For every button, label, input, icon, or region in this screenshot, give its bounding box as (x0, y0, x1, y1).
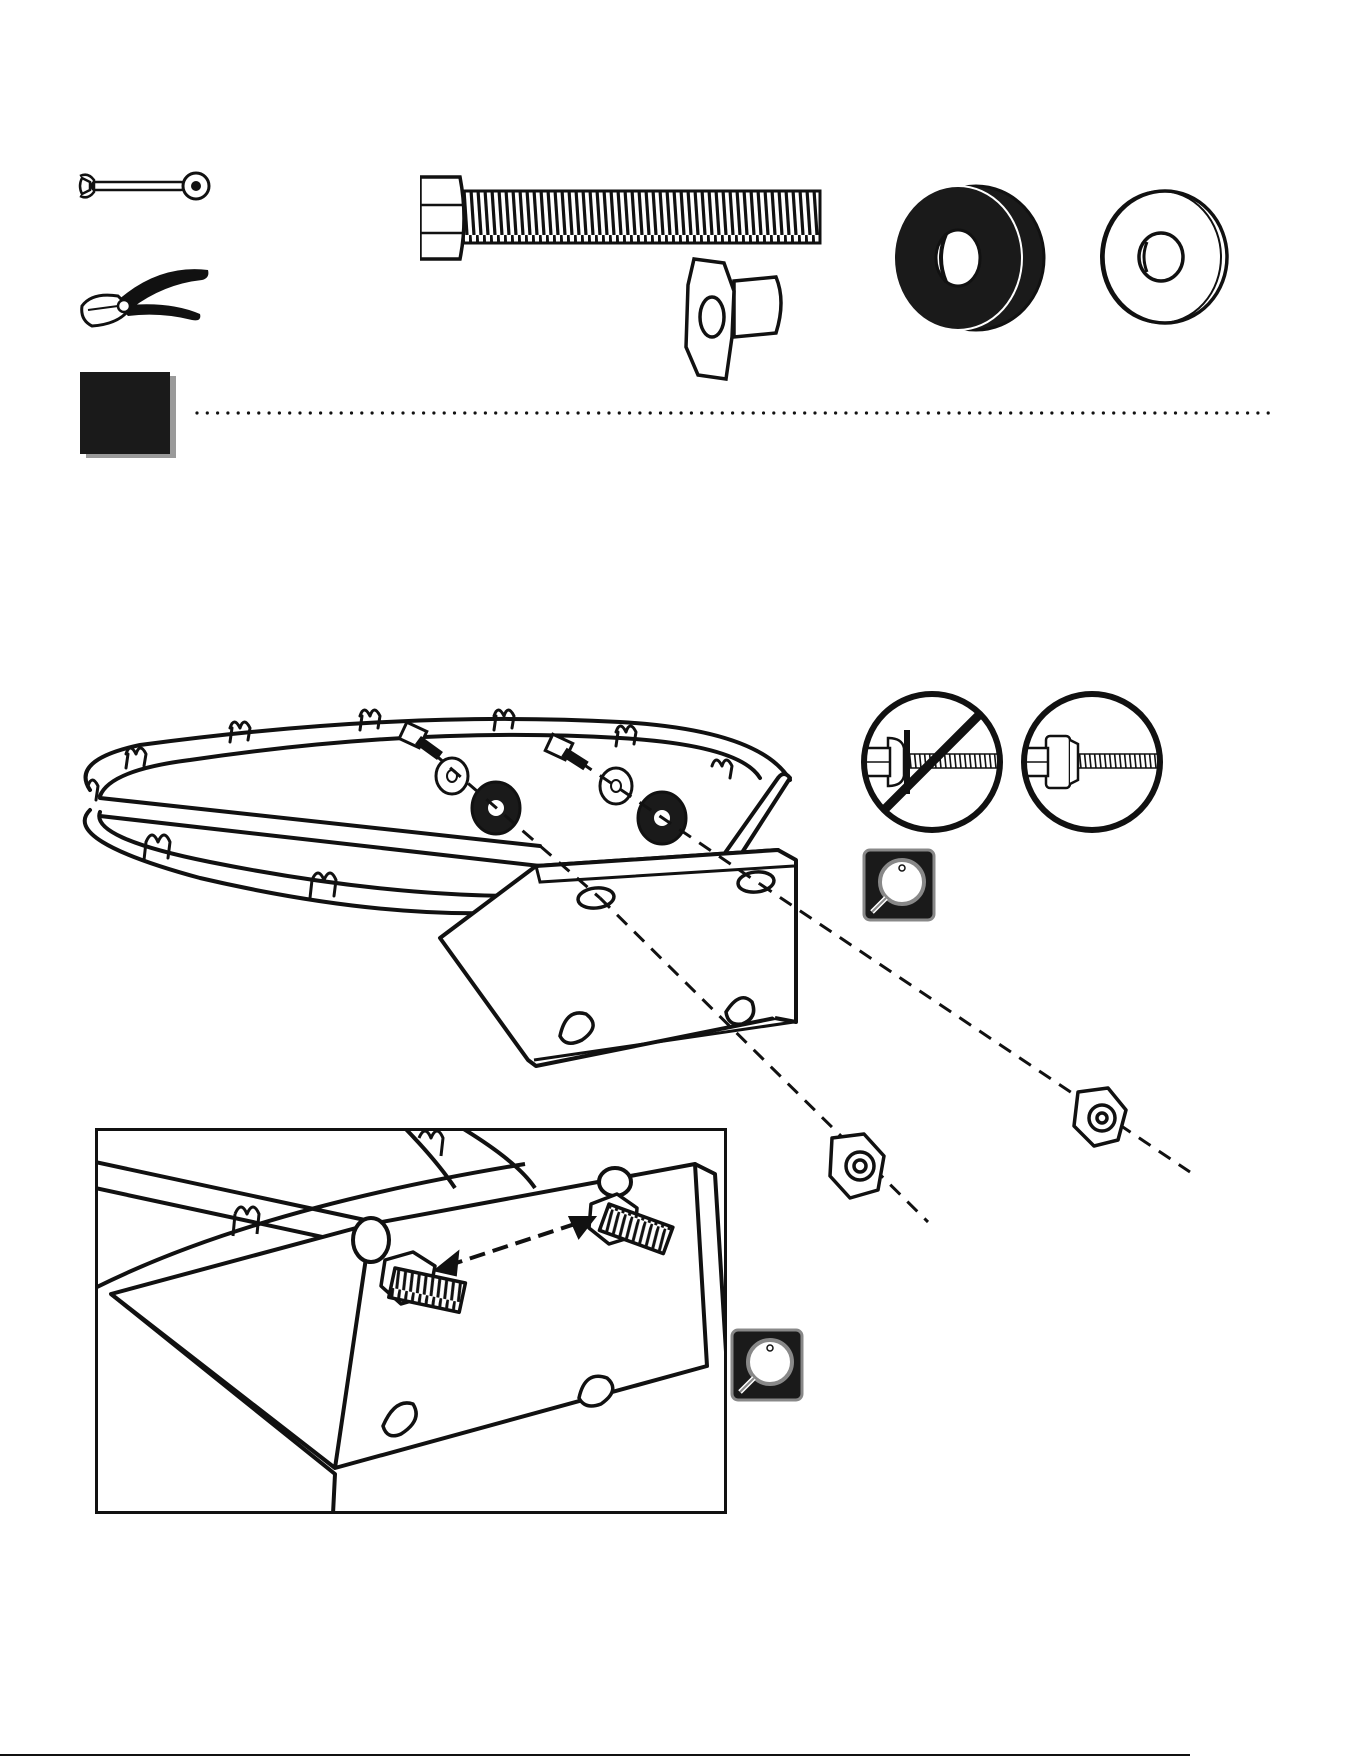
detail-inset-frame (95, 1128, 727, 1514)
page-footer-rule (0, 1754, 1190, 1756)
